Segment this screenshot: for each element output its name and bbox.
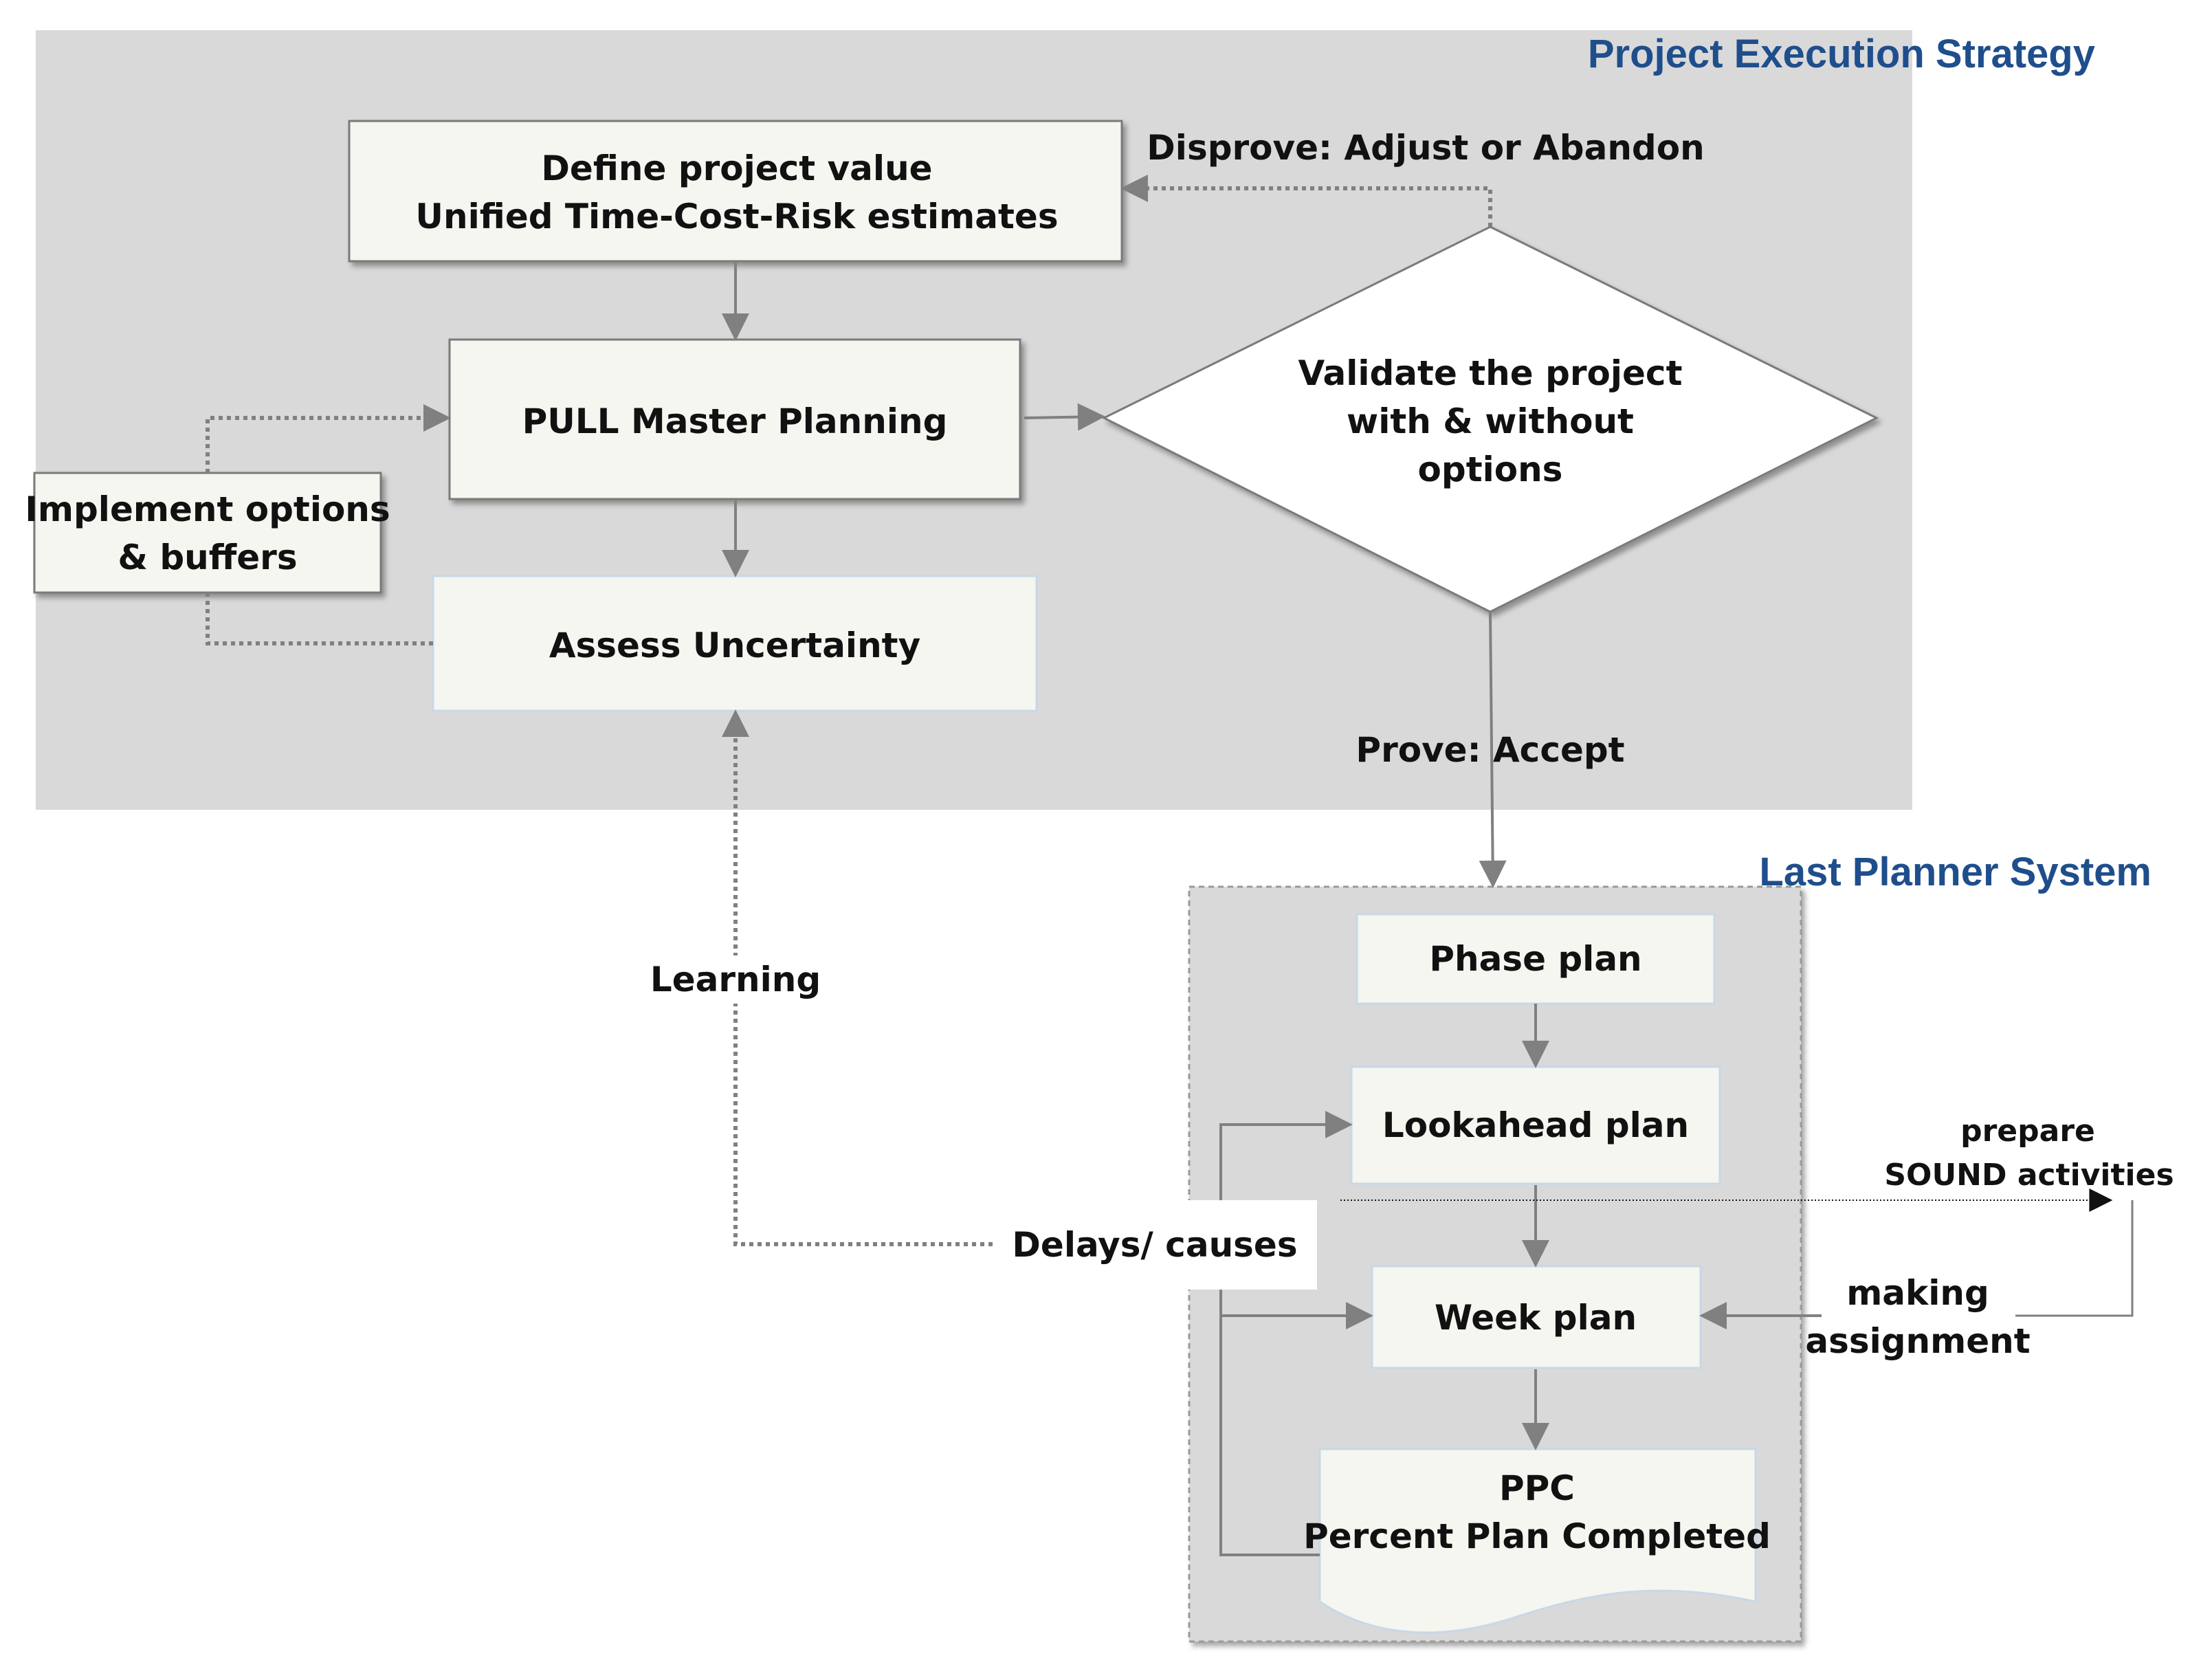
implement-options-line1: Implement options — [25, 489, 390, 529]
define-project-value-line1: Define project value — [541, 148, 932, 188]
week-plan-box: Week plan — [1371, 1265, 1702, 1369]
arrow-implement-to-pull — [206, 404, 451, 473]
phase-plan-box: Phase plan — [1356, 913, 1716, 1005]
disprove-label: Disprove: Adjust or Abandon — [1147, 128, 1704, 168]
lookahead-plan-box: Lookahead plan — [1350, 1065, 1721, 1185]
assess-uncertainty-label: Assess Uncertainty — [549, 626, 920, 665]
prepare-label-line2: SOUND activities — [1884, 1158, 2174, 1193]
arrow-disprove-loop — [1120, 175, 1492, 227]
arrow-pull-to-validate — [1024, 403, 1105, 431]
delays-causes-label: Delays/ causes — [1012, 1225, 1297, 1265]
prove-accept-label: Prove: Accept — [1356, 730, 1624, 770]
lookahead-plan-label: Lookahead plan — [1382, 1105, 1689, 1145]
assess-uncertainty-box: Assess Uncertainty — [432, 575, 1038, 712]
ppc-line2: Percent Plan Completed — [1303, 1516, 1771, 1556]
validate-line2: with & without — [1347, 401, 1634, 441]
arrow-validate-to-last-planner — [1479, 611, 1507, 888]
learning-label: Learning — [650, 960, 821, 999]
arrow-learning-loop — [722, 709, 993, 1246]
execution-strategy-title: Project Execution Strategy — [1588, 32, 2095, 76]
validate-project-diamond: Validate the project with & without opti… — [1101, 225, 1879, 613]
last-planner-title: Last Planner System — [1759, 850, 2152, 894]
define-project-value-line2: Unified Time-Cost-Risk estimates — [415, 197, 1058, 236]
line-assess-to-implement — [206, 593, 433, 645]
week-plan-label: Week plan — [1435, 1298, 1637, 1338]
arrow-making-assignment — [2015, 1200, 2134, 1317]
implement-options-line2: & buffers — [118, 538, 297, 577]
making-assignment-line2: assignment — [1805, 1321, 2030, 1361]
making-assignment-line1: making — [1846, 1273, 1989, 1313]
ppc-document-box: PPC Percent Plan Completed — [1303, 1448, 1771, 1634]
pull-master-planning-label: PULL Master Planning — [522, 401, 948, 441]
validate-line3: options — [1418, 450, 1563, 489]
implement-options-box: Implement options & buffers — [25, 472, 390, 594]
phase-plan-label: Phase plan — [1429, 939, 1641, 979]
ppc-line1: PPC — [1499, 1468, 1575, 1508]
learning-label-bg — [653, 955, 818, 1004]
arrow-ppc-feedback-to-lookahead — [1219, 1111, 1353, 1556]
prepare-label-line1: prepare — [1960, 1114, 2095, 1149]
validate-line1: Validate the project — [1298, 353, 1683, 393]
define-project-value-box: Define project value Unified Time-Cost-R… — [348, 120, 1123, 263]
pull-master-planning-box: PULL Master Planning — [448, 338, 1021, 500]
delays-label-bg — [993, 1200, 1317, 1290]
